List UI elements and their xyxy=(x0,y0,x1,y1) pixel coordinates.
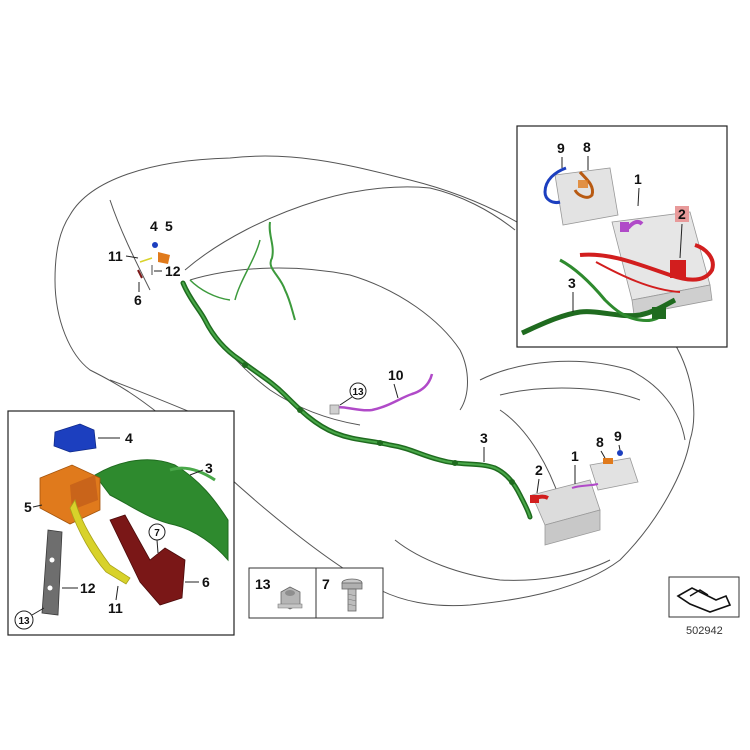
label-1-main: 1 xyxy=(571,448,579,464)
detail-panel-battery: 9 8 1 2 3 xyxy=(516,125,728,348)
label-2-detail: 2 xyxy=(678,206,686,222)
label-13-main: 13 xyxy=(352,387,364,398)
label-11-main: 11 xyxy=(108,248,123,264)
label-4-detail: 4 xyxy=(125,430,133,446)
label-6-detail: 6 xyxy=(202,574,210,590)
front-terminal-cluster xyxy=(137,242,170,279)
label-3-main: 3 xyxy=(480,430,488,446)
label-4-main: 4 xyxy=(150,218,158,234)
car-outline xyxy=(54,155,695,607)
main-view-labels: 4 5 11 12 6 13 10 3 2 1 8 9 xyxy=(108,218,622,494)
document-number: 502942 xyxy=(686,625,723,637)
callout-13-main xyxy=(349,382,367,400)
grommet-part-13 xyxy=(329,404,340,415)
label-8-detail: 8 xyxy=(583,139,591,155)
main-wiring-harness xyxy=(180,221,533,520)
label-3-detail-b: 3 xyxy=(205,460,213,476)
label-12-detail: 12 xyxy=(80,580,96,596)
label-7-detail: 7 xyxy=(154,528,160,539)
orientation-icon xyxy=(668,576,740,618)
label-10-main: 10 xyxy=(388,367,404,383)
label-5-detail: 5 xyxy=(24,499,32,515)
cable-part-10 xyxy=(332,373,434,412)
label-11-detail: 11 xyxy=(108,600,123,616)
label-6-main: 6 xyxy=(134,292,142,308)
nut-icon xyxy=(277,586,303,610)
label-13-hardware: 13 xyxy=(255,576,271,592)
label-1-detail: 1 xyxy=(634,171,642,187)
highlight-2 xyxy=(675,206,689,222)
battery-assembly-main xyxy=(530,450,639,546)
label-8-main: 8 xyxy=(596,434,604,450)
detail-panel-terminal: 4 3 5 7 6 12 11 13 xyxy=(7,410,235,636)
label-7-hardware: 7 xyxy=(322,576,330,592)
label-9-main: 9 xyxy=(614,428,622,444)
label-5-main: 5 xyxy=(165,218,173,234)
callout-13-detail xyxy=(14,610,34,630)
label-3-detail: 3 xyxy=(568,275,576,291)
label-13-detail: 13 xyxy=(18,616,30,627)
label-2-main: 2 xyxy=(535,462,543,478)
label-9-detail: 9 xyxy=(557,140,565,156)
label-12-main: 12 xyxy=(165,263,181,279)
hardware-panel: 13 7 xyxy=(248,567,384,619)
bolt-icon xyxy=(341,578,363,612)
